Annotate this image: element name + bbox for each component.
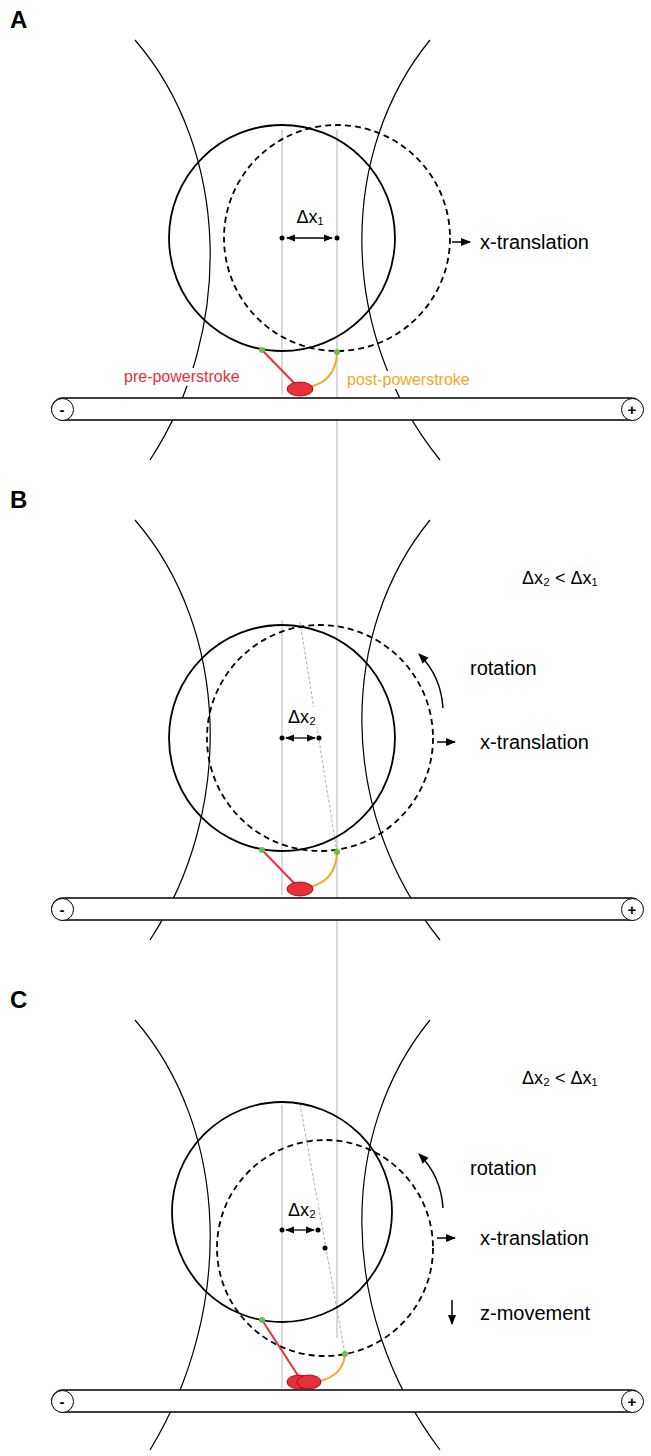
pre-powerstroke-lever [262, 1320, 299, 1377]
center-dot [317, 736, 322, 741]
z-movement-arrow [451, 1300, 453, 1324]
myosin-head [297, 1375, 321, 1389]
attachment-point [334, 349, 340, 355]
center-dot [280, 1228, 285, 1233]
polarity-sign: + [628, 1394, 637, 1409]
polarity-sign: - [60, 1394, 65, 1409]
polarity-sign: - [60, 402, 65, 417]
pre-powerstroke-lever [262, 850, 297, 886]
displacement-label: Δx₂ [286, 707, 318, 728]
filament-end: - [51, 1390, 74, 1413]
reference-line [282, 130, 283, 395]
trap-contour [362, 520, 440, 940]
panel-letter: C [8, 986, 29, 1014]
attachment-point [259, 847, 265, 853]
motion-label: x-translation [478, 731, 591, 754]
displacement-label: Δx₂ [286, 1200, 318, 1221]
pre-powerstroke-lever [262, 350, 297, 386]
motion-label: rotation [468, 1157, 539, 1180]
bead [172, 1102, 392, 1322]
polarity-sign: - [60, 902, 65, 917]
motion-label: z-movement [478, 1302, 592, 1325]
motion-label: x-translation [478, 731, 591, 754]
trap-contour [362, 40, 440, 460]
attachment-point [259, 347, 265, 353]
panel-letter: C [8, 986, 29, 1014]
reference-line [337, 130, 338, 1338]
trap-contour [135, 520, 210, 940]
filament-end: + [621, 398, 644, 421]
translation-arrow [437, 1237, 455, 1239]
filament-end: - [51, 898, 74, 921]
state-label: pre-powerstroke [122, 368, 242, 386]
panel-letter: B [8, 486, 29, 514]
center-dot [335, 236, 340, 241]
motion-label: x-translation [478, 1227, 591, 1250]
polarity-sign: + [628, 902, 637, 917]
panel-letter: B [8, 486, 29, 514]
comparison-label: Δx₂ < Δx₁ [520, 568, 600, 589]
state-label: pre-powerstroke [122, 368, 242, 386]
motion-label: rotation [468, 1157, 539, 1180]
translation-arrow [452, 241, 470, 243]
reference-line [282, 1105, 283, 1388]
displacement-arrow [286, 737, 315, 738]
trap-contour [135, 40, 210, 460]
bead-displaced [207, 625, 433, 851]
bead [169, 125, 395, 351]
panel-a [52, 40, 642, 460]
bead-displaced [224, 125, 450, 351]
center-dot [316, 1228, 321, 1233]
state-label: post-powerstroke [345, 371, 472, 389]
myosin-head [287, 382, 313, 396]
filament [52, 398, 642, 420]
motion-label: rotation [468, 657, 539, 680]
rotation-axis [300, 622, 337, 852]
motion-label: rotation [468, 657, 539, 680]
rotation-arrow [419, 654, 443, 708]
attachment-point [334, 849, 340, 855]
filament [52, 898, 642, 920]
motion-label: x-translation [478, 231, 591, 254]
center-dot [280, 236, 285, 241]
trap-contour [135, 1020, 210, 1450]
displacement-label: Δx₁ [294, 207, 325, 228]
motion-label: x-translation [478, 231, 591, 254]
bead-displaced [217, 1140, 433, 1356]
post-powerstroke-lever [302, 852, 337, 888]
motion-label: x-translation [478, 1227, 591, 1250]
filament [52, 1390, 642, 1412]
filament-end: + [621, 1390, 644, 1413]
displacement-label: Δx₁ [294, 207, 325, 228]
filament-end: - [51, 398, 74, 421]
comparison-label: Δx₂ < Δx₁ [520, 568, 600, 589]
comparison-label: Δx₂ < Δx₁ [520, 1068, 600, 1089]
comparison-label: Δx₂ < Δx₁ [520, 1068, 600, 1089]
center-dot [323, 1246, 328, 1251]
panel-letter: A [8, 6, 29, 34]
filament-end: + [621, 898, 644, 921]
attachment-point [259, 1317, 265, 1323]
displacement-arrow [287, 237, 332, 238]
translation-arrow [437, 741, 455, 743]
reference-line [282, 620, 283, 895]
polarity-sign: + [628, 402, 637, 417]
motion-label: z-movement [478, 1302, 592, 1325]
displacement-label: Δx₂ [286, 1200, 318, 1221]
panel-b [52, 520, 642, 940]
panel-letter: A [8, 6, 29, 34]
rotation-arrow [419, 1154, 443, 1208]
trap-contour [362, 1020, 440, 1450]
attachment-point [342, 1351, 348, 1357]
myosin-head [287, 882, 313, 896]
center-dot [280, 736, 285, 741]
displacement-arrow [286, 1229, 314, 1230]
panel-c [52, 1020, 642, 1450]
state-label: post-powerstroke [345, 371, 472, 389]
bead [169, 625, 395, 851]
post-powerstroke-lever [302, 352, 337, 388]
displacement-label: Δx₂ [286, 707, 318, 728]
